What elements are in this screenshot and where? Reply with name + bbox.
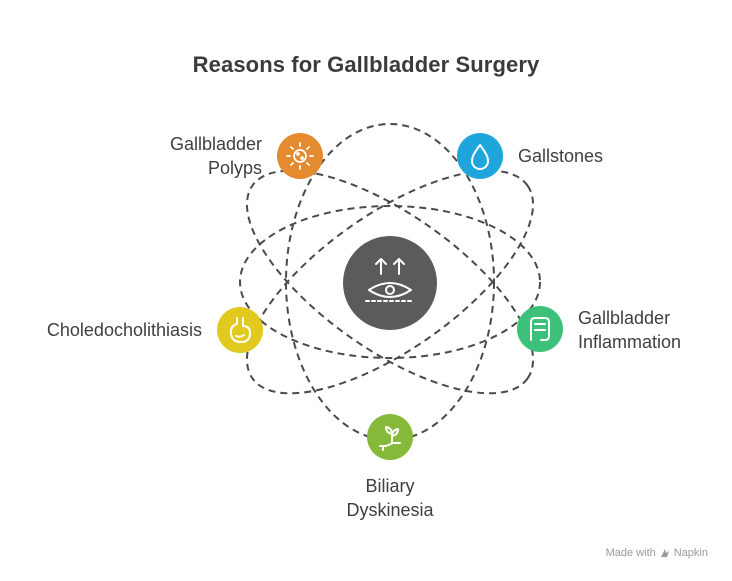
intestine-icon [530, 317, 550, 341]
cell-virus-icon [286, 142, 314, 170]
hand-plant-icon [379, 426, 401, 451]
stomach-icon [229, 317, 251, 343]
label-gallstones: Gallstones [518, 144, 668, 168]
node-gallbladder-polyps [277, 133, 323, 179]
label-gallbladder-polyps: Gallbladder Polyps [140, 132, 262, 180]
label-gallbladder-inflammation: Gallbladder Inflammation [578, 306, 718, 354]
watermark-prefix: Made with [605, 547, 656, 559]
node-gallbladder-inflammation [517, 306, 563, 352]
droplet-icon [471, 144, 489, 170]
napkin-logo-icon [660, 549, 669, 557]
label-line: Inflammation [578, 332, 682, 352]
page-title: Reasons for Gallbladder Surgery [192, 52, 540, 77]
label-line: Choledocholithiasis [46, 320, 202, 340]
node-choledocholithiasis [217, 307, 263, 353]
eye-upward-arrows-icon [365, 258, 415, 302]
center-node [343, 236, 437, 330]
node-gallstones [457, 133, 503, 179]
label-line: Gallbladder [169, 134, 262, 154]
label-line: Polyps [207, 158, 262, 178]
label-line: Gallstones [518, 146, 604, 166]
label-choledocholithiasis: Choledocholithiasis [10, 318, 202, 342]
label-line: Biliary [365, 476, 415, 496]
orbit-diagonal-a [245, 169, 535, 395]
label-line: Gallbladder [578, 308, 671, 328]
label-biliary-dyskinesia: Biliary Dyskinesia [320, 474, 460, 522]
orbit-diagonal-b [245, 169, 535, 395]
watermark: Made with Napkin [606, 547, 708, 559]
watermark-brand: Napkin [673, 547, 708, 559]
orbit-horizontal [239, 205, 541, 359]
node-biliary-dyskinesia [367, 414, 413, 460]
label-line: Dyskinesia [346, 500, 434, 520]
